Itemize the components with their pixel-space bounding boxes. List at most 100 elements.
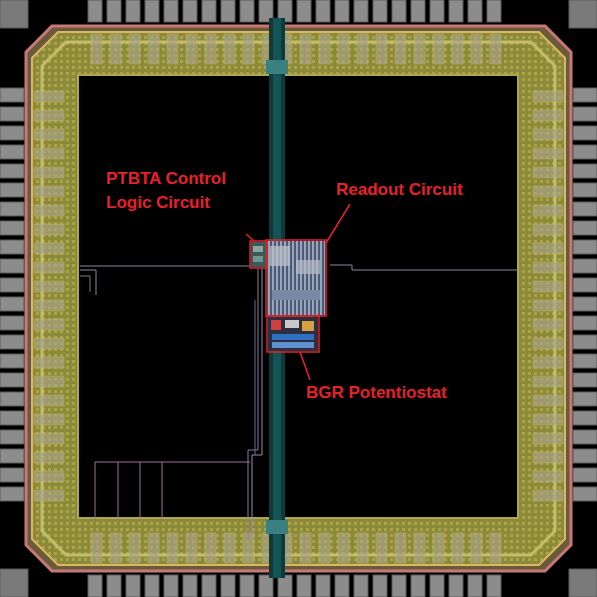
bgr-outline xyxy=(267,316,319,352)
bond-pad xyxy=(240,575,254,597)
io-cell xyxy=(452,533,463,563)
ptbta-outline xyxy=(250,241,266,268)
io-cell xyxy=(34,129,64,140)
core-area xyxy=(78,75,518,518)
bond-pad xyxy=(297,0,311,22)
io-cell xyxy=(243,34,254,64)
bond-pad xyxy=(573,107,597,121)
bond-pad xyxy=(573,316,597,330)
bond-pad xyxy=(316,575,330,597)
io-cell xyxy=(533,471,563,482)
io-cell xyxy=(376,34,387,64)
bus-pad xyxy=(266,60,288,74)
io-cell xyxy=(452,34,463,64)
io-cell xyxy=(533,395,563,406)
bgr-block xyxy=(302,321,314,331)
bond-pad xyxy=(278,575,292,597)
bond-pad xyxy=(569,0,597,28)
bond-pad xyxy=(573,449,597,463)
io-cell xyxy=(34,376,64,387)
bond-pad xyxy=(183,0,197,22)
bond-pad xyxy=(0,221,24,235)
bond-pad xyxy=(0,411,24,425)
bgr-block xyxy=(272,342,314,348)
bond-pad xyxy=(0,240,24,254)
bgr-block xyxy=(271,320,281,330)
bond-pad xyxy=(0,392,24,406)
bond-pad xyxy=(573,373,597,387)
io-cell xyxy=(533,167,563,178)
io-cell xyxy=(34,224,64,235)
bond-pad xyxy=(145,0,159,22)
io-cell xyxy=(414,34,425,64)
bgr-block xyxy=(272,334,314,340)
bond-pad xyxy=(449,0,463,22)
io-cell xyxy=(224,34,235,64)
bond-pad xyxy=(0,107,24,121)
bond-pad xyxy=(0,487,24,501)
io-cell xyxy=(533,224,563,235)
bond-pad xyxy=(145,575,159,597)
bond-pad xyxy=(335,0,349,22)
bond-pad xyxy=(573,411,597,425)
io-cell xyxy=(357,34,368,64)
io-cell xyxy=(395,34,406,64)
readout-block xyxy=(270,246,290,266)
bond-pad xyxy=(126,575,140,597)
io-cell xyxy=(300,533,311,563)
bond-pad xyxy=(573,88,597,102)
bond-pad xyxy=(107,0,121,22)
bond-pad xyxy=(0,88,24,102)
bond-pad xyxy=(373,0,387,22)
io-cell xyxy=(533,110,563,121)
io-cell xyxy=(471,34,482,64)
bond-pad xyxy=(487,0,501,22)
bond-pad xyxy=(573,392,597,406)
io-cell xyxy=(148,34,159,64)
io-cell xyxy=(167,533,178,563)
bond-pad xyxy=(392,575,406,597)
bond-pad xyxy=(0,449,24,463)
io-cell xyxy=(533,300,563,311)
io-cell xyxy=(300,34,311,64)
io-cell xyxy=(110,533,121,563)
bond-pad xyxy=(573,430,597,444)
bond-pad xyxy=(0,126,24,140)
bond-pad xyxy=(573,126,597,140)
bond-pad xyxy=(0,335,24,349)
io-cell xyxy=(395,533,406,563)
bond-pad xyxy=(164,0,178,22)
io-cell xyxy=(533,414,563,425)
bond-pad xyxy=(430,575,444,597)
io-cell xyxy=(533,281,563,292)
bond-pad xyxy=(0,278,24,292)
io-cell xyxy=(533,186,563,197)
bond-pad xyxy=(259,575,273,597)
io-cell xyxy=(110,34,121,64)
bond-pad xyxy=(573,145,597,159)
io-cell xyxy=(205,533,216,563)
io-cell xyxy=(533,490,563,501)
readout-circuit xyxy=(267,241,325,315)
io-cell xyxy=(34,110,64,121)
bond-pad xyxy=(573,468,597,482)
io-cell xyxy=(34,300,64,311)
io-cell xyxy=(34,186,64,197)
io-cell xyxy=(186,533,197,563)
bond-pad xyxy=(0,297,24,311)
io-cell xyxy=(34,490,64,501)
io-cell xyxy=(533,243,563,254)
io-cell xyxy=(533,205,563,216)
bond-pad xyxy=(0,373,24,387)
io-cell xyxy=(34,205,64,216)
ptbta-block xyxy=(253,256,263,262)
bond-pad xyxy=(335,575,349,597)
bond-pad xyxy=(573,259,597,273)
bond-pad xyxy=(316,0,330,22)
bgr-block xyxy=(285,320,299,328)
bond-pad xyxy=(297,575,311,597)
io-cell xyxy=(533,262,563,273)
bond-pad xyxy=(573,183,597,197)
io-cell xyxy=(34,395,64,406)
io-cell xyxy=(34,243,64,254)
